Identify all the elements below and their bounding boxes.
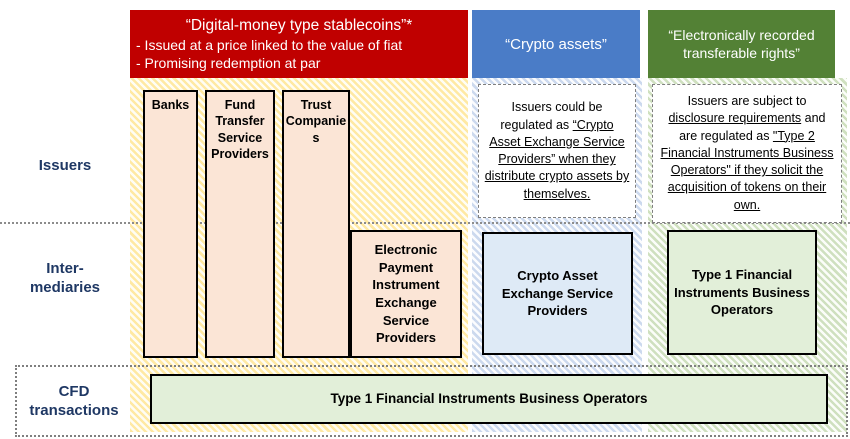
crypto-issuer-note: Issuers could be regulated as “Crypto As… [478, 84, 636, 218]
issuer-box-banks: Banks [143, 90, 198, 358]
stablecoin-header-bullet-2: - Promising redemption at par [136, 55, 321, 72]
intermediary-box-type1: Type 1 Financial Instruments Business Op… [667, 230, 817, 355]
intermediary-box-crypto-exchange: Crypto Asset Exchange Service Providers [482, 232, 633, 355]
issuers-intermediaries-separator [0, 222, 850, 224]
issuer-box-fund-transfer: Fund Transfer Service Providers [205, 90, 275, 358]
crypto-assets-header: “Crypto assets” [472, 10, 640, 78]
cfd-type1-box: Type 1 Financial Instruments Business Op… [150, 374, 828, 424]
rights-issuer-note: Issuers are subject to disclosure requir… [652, 84, 842, 223]
stablecoin-header: “Digital-money type stablecoins”* - Issu… [130, 10, 468, 78]
stablecoin-header-title: “Digital-money type stablecoins”* [185, 16, 413, 34]
row-label-cfd-transactions: CFD transactions [29, 383, 119, 419]
row-label-intermediaries: Inter- mediaries [29, 260, 101, 296]
stablecoin-header-bullet-1: - Issued at a price linked to the value … [136, 36, 403, 53]
row-label-issuers: Issuers [38, 157, 92, 174]
intermediary-box-epiesp: Electronic Payment Instrument Exchange S… [350, 230, 462, 358]
issuer-box-trust-companies: Trust Companies [282, 90, 350, 358]
cfd-transactions-container [15, 365, 848, 437]
rights-header: “Electronically recorded transferable ri… [648, 10, 835, 78]
